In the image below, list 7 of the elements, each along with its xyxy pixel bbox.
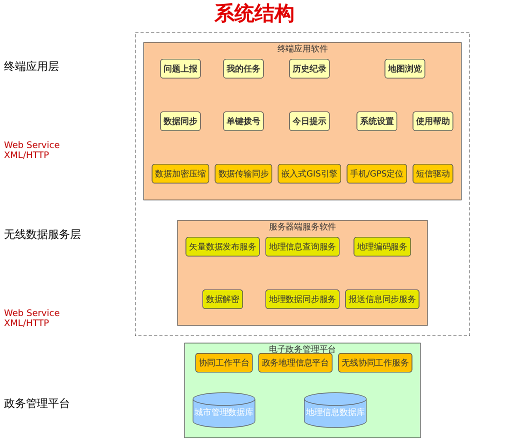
layer-label: 无线数据服务层 [4,227,82,242]
layer-label: 政务管理平台 [4,396,71,411]
protocol-label: Web Service XML/HTTP [4,309,61,330]
cluster [135,32,470,336]
layer-label: 终端应用层 [4,59,60,74]
title: 系统结构 [213,0,296,26]
protocol-label: Web Service XML/HTTP [4,140,61,161]
